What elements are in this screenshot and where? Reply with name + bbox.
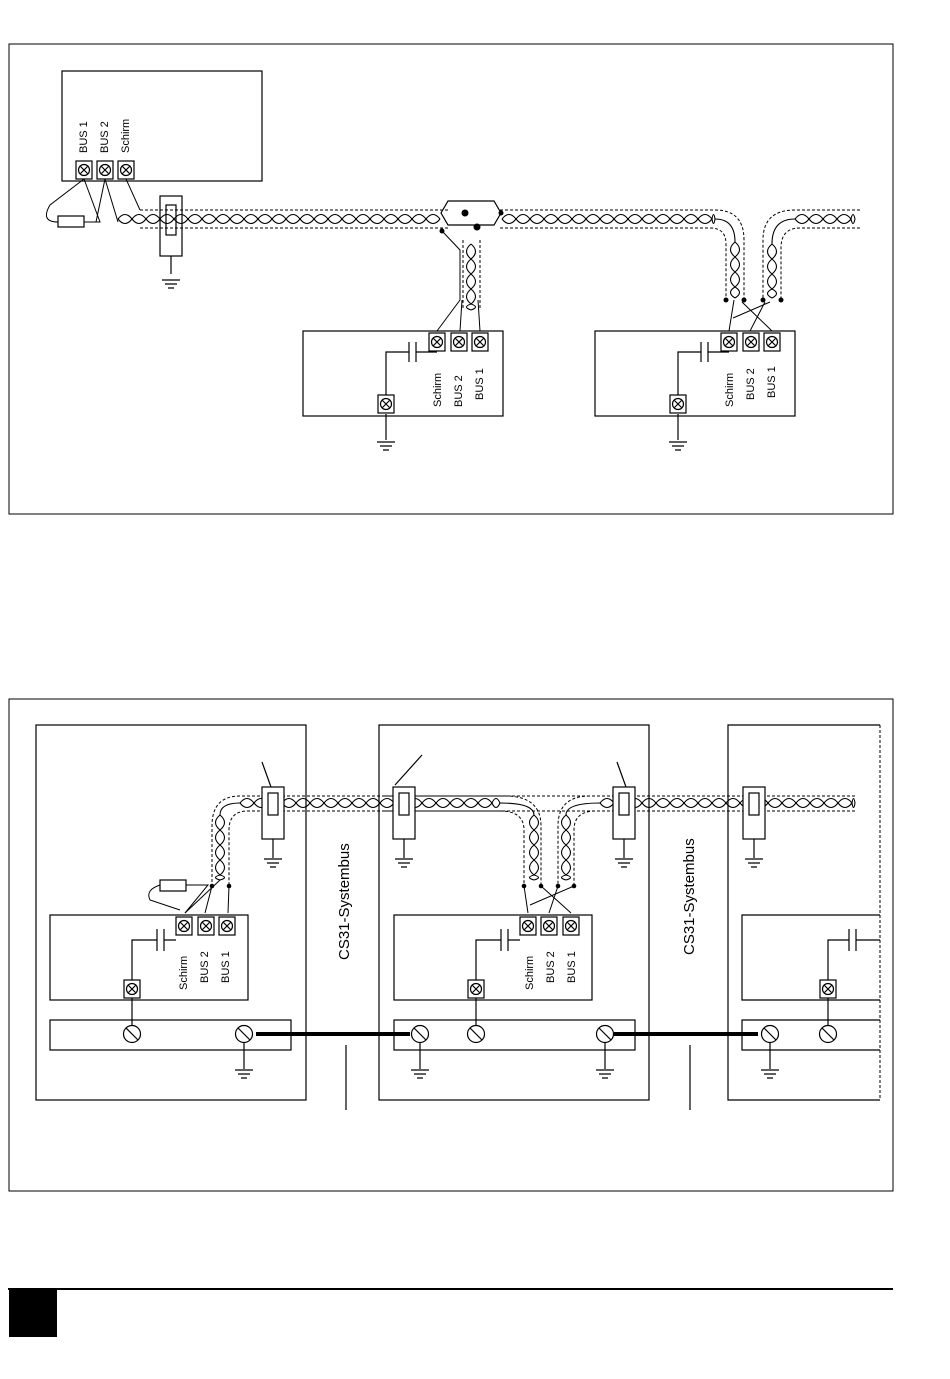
c2-label-bus2: BUS 2 — [545, 951, 557, 983]
footer-rule — [8, 1288, 893, 1290]
c2-label-bus1: BUS 1 — [566, 951, 578, 983]
terminal-screw-icon — [743, 333, 759, 351]
twisted-pair-icon — [795, 215, 855, 224]
bus-label-1: CS31-Systembus — [336, 843, 353, 960]
slave-b-wires — [729, 300, 772, 331]
slave-b-ground-terminal — [670, 395, 686, 413]
slave-a-label-schirm: Schirm — [432, 373, 444, 407]
master-wires — [96, 179, 140, 222]
cabinet1-module — [50, 915, 248, 1000]
terminal-screw-icon — [451, 333, 467, 351]
c1-label-bus2: BUS 2 — [199, 951, 211, 983]
master-labels: BUS 1 BUS 2 Schirm — [78, 119, 132, 153]
cabinet3-module — [742, 915, 880, 1000]
rail-1 — [50, 1020, 291, 1050]
slave-a-ground-terminal — [378, 395, 394, 413]
terminal-screw-icon — [721, 333, 737, 351]
master-label-schirm: Schirm — [120, 119, 132, 153]
slave-b-label-schirm: Schirm — [724, 373, 736, 407]
rail-screw-icon — [597, 1026, 614, 1043]
terminal-screw-icon — [563, 917, 579, 935]
rail-screw-icon — [236, 1026, 253, 1043]
ground-icon — [162, 280, 180, 288]
ground-icon — [377, 442, 395, 450]
terminal-screw-icon — [468, 980, 484, 998]
twisted-pair-icon — [467, 244, 476, 310]
twisted-pair-icon — [731, 242, 740, 298]
rail-screw-icon — [820, 1026, 837, 1043]
terminal-screw-icon — [670, 395, 686, 413]
terminal-screw-icon — [176, 917, 192, 935]
cabinet-1 — [36, 725, 306, 1100]
terminal-screw-icon — [764, 333, 780, 351]
slave-a-label-bus1: BUS 1 — [474, 368, 486, 400]
master-label-bus1: BUS 1 — [78, 121, 90, 153]
c1-label-bus1: BUS 1 — [220, 951, 232, 983]
twisted-pair-drop — [715, 219, 795, 298]
shield-clamp — [393, 787, 415, 867]
rail-screw-icon — [762, 1026, 779, 1043]
twisted-pair-icon — [530, 815, 539, 880]
twisted-pair-icon — [768, 244, 777, 298]
shield-clamp — [262, 787, 284, 867]
figure1-frame — [9, 44, 893, 514]
master-label-bus2: BUS 2 — [99, 121, 111, 153]
terminal-screw-icon — [219, 917, 235, 935]
junction-box — [441, 201, 501, 225]
twisted-pair-branch — [467, 244, 476, 310]
terminal-screw-icon — [820, 980, 836, 998]
twisted-pair-icon — [562, 815, 571, 880]
resistor-icon — [58, 216, 84, 227]
master-terminals — [76, 161, 134, 179]
rail-screw-icon — [468, 1026, 485, 1043]
slave-b-labels: Schirm BUS 2 BUS 1 — [724, 366, 778, 407]
slave-b-label-bus1: BUS 1 — [766, 366, 778, 398]
page-marker — [9, 1290, 57, 1337]
twisted-pair-main — [118, 215, 855, 224]
terminal-screw-icon — [472, 333, 488, 351]
slave-b-label-bus2: BUS 2 — [745, 368, 757, 400]
terminal-screw-icon — [97, 161, 113, 179]
terminal-screw-icon — [520, 917, 536, 935]
terminal-screw-icon — [118, 161, 134, 179]
rail-screw-icon — [412, 1026, 429, 1043]
bus-label-2: CS31-Systembus — [681, 838, 698, 955]
c1-label-schirm: Schirm — [178, 956, 190, 990]
shield-main-a — [140, 210, 448, 228]
slave-a-labels: Schirm BUS 2 BUS 1 — [432, 368, 486, 407]
terminal-screw-icon — [541, 917, 557, 935]
terminal-screw-icon — [198, 917, 214, 935]
cabinet1-labels: Schirm BUS 2 BUS 1 — [178, 951, 232, 990]
twisted-pair-icon — [502, 215, 715, 224]
shield-clamp — [613, 787, 635, 867]
slave-a-terminals — [429, 333, 488, 351]
terminal-screw-icon — [124, 980, 140, 998]
cabinet-3 — [728, 725, 880, 1100]
slave-a-label-bus2: BUS 2 — [453, 375, 465, 407]
terminal-screw-icon — [429, 333, 445, 351]
terminal-screw-icon — [378, 395, 394, 413]
twisted-pair-icon — [216, 815, 225, 880]
c2-label-schirm: Schirm — [524, 956, 536, 990]
terminal-screw-icon — [76, 161, 92, 179]
ground-icon — [669, 442, 687, 450]
shield-clamp — [743, 787, 765, 867]
rail-screw-icon — [124, 1026, 141, 1043]
cabinet2-module — [394, 915, 592, 1000]
slave-b-terminals — [721, 333, 780, 351]
figure2-frame — [9, 699, 893, 1191]
cabinet2-labels: Schirm BUS 2 BUS 1 — [524, 951, 578, 990]
